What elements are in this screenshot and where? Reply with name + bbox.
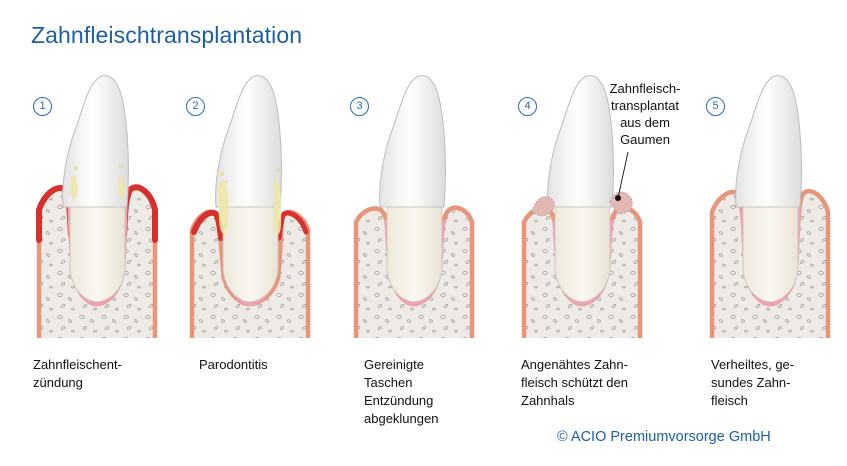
step-number-1: 1 bbox=[33, 97, 52, 116]
caption-stage-3: Gereinigte Taschen Entzündung abgeklunge… bbox=[364, 357, 439, 426]
caption-stage-5: Verheiltes, ge- sundes Zahn- fleisch bbox=[711, 357, 795, 408]
stage-1: 1 bbox=[33, 70, 163, 340]
stage-3: 3 bbox=[350, 70, 480, 340]
caption-stage-2: Parodontitis bbox=[199, 357, 268, 372]
caption-stage-1: Zahnfleischent- zündung bbox=[33, 357, 122, 390]
callout-leader-line bbox=[617, 151, 629, 199]
step-number-2: 2 bbox=[186, 97, 205, 116]
tooth-illustration-inflamed-gum bbox=[33, 75, 163, 340]
stage-2: 2 bbox=[186, 70, 316, 340]
step-number-3: 3 bbox=[350, 97, 369, 116]
tooth-illustration-graft-sutured bbox=[518, 75, 648, 340]
caption-stage-4: Angenähtes Zahn- fleisch schützt den Zah… bbox=[521, 357, 628, 408]
step-number-5: 5 bbox=[706, 97, 725, 116]
graft-callout-label: Zahnfleisch- transplantat aus dem Gaumen bbox=[609, 81, 681, 147]
stage-5: 5 bbox=[706, 70, 836, 340]
step-number-4: 4 bbox=[518, 97, 537, 116]
copyright-notice: © ACIO Premiumvorsorge GmbH bbox=[557, 429, 771, 445]
tooth-illustration-healed bbox=[706, 75, 836, 340]
page-title: Zahnfleischtransplantation bbox=[31, 22, 303, 48]
tooth-illustration-periodontitis bbox=[186, 75, 316, 340]
stage-4: 4 bbox=[518, 70, 648, 340]
tooth-illustration-cleaned-pockets bbox=[350, 75, 480, 340]
